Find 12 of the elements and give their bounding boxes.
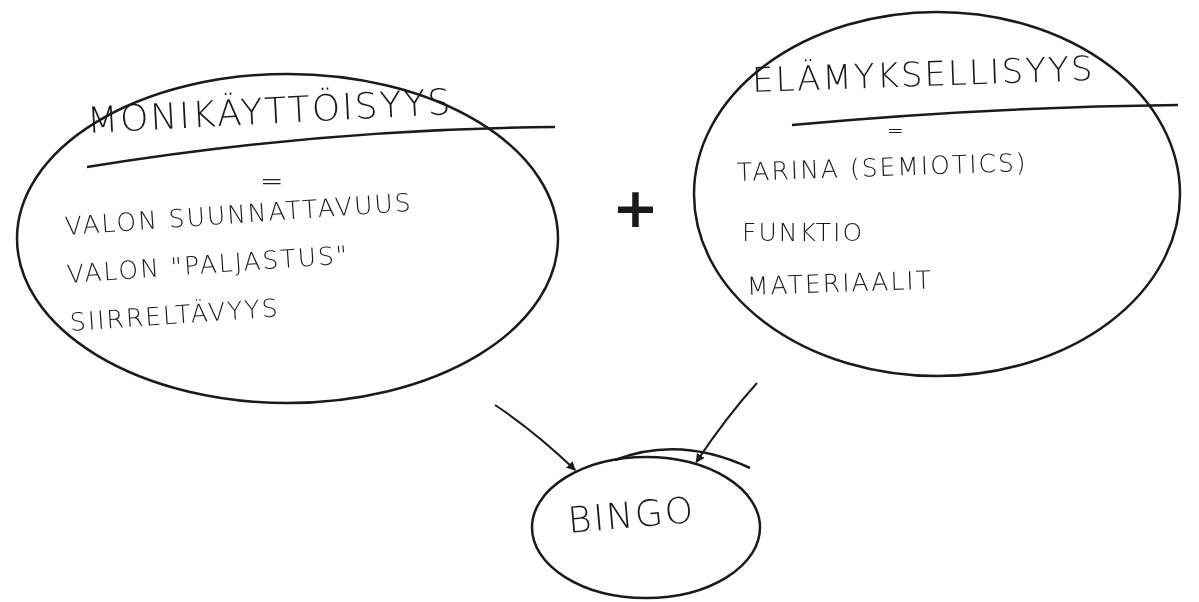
list-item-text: MATERIAALIT <box>746 265 934 301</box>
plus-sign: + <box>612 180 661 236</box>
list-item-text: TARINA (SEMIOTICS) <box>736 147 1028 187</box>
heading-text: MONIKÄYTTÖISYYS <box>85 80 454 141</box>
heading-text: ELÄMYKSELLISYYS <box>751 48 1096 100</box>
node-text: BINGO <box>566 489 697 541</box>
list-item-text: VALON "PALJASTUS" <box>66 240 351 289</box>
list-item-text: FUNKTIO <box>742 218 865 247</box>
equals-sign: = <box>887 118 906 142</box>
arrow <box>695 382 758 464</box>
arrow <box>494 404 577 472</box>
list-item-text: SIIRRELTÄVYYS <box>69 293 281 337</box>
